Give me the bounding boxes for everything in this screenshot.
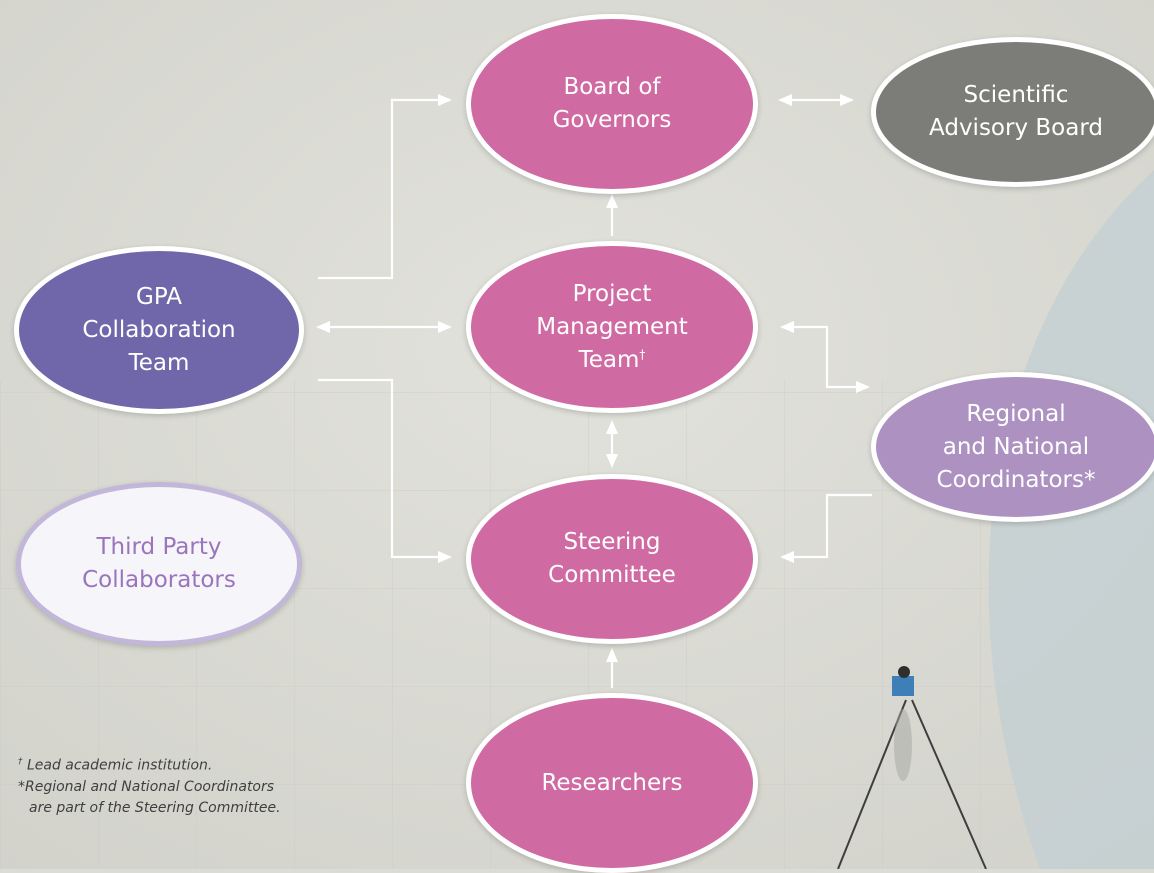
footnote-coordinators-line1: *Regional and National Coordinators	[18, 778, 275, 795]
gpa-collaboration-team-label: GPA Collaboration Team	[82, 283, 236, 376]
third-party-collaborators-node: Third Party Collaborators	[16, 482, 302, 646]
scientific-advisory-board-label: Scientific Advisory Board	[929, 82, 1103, 141]
board-of-governors-label: Board of Governors	[552, 74, 672, 133]
steering-committee-label: Steering Committee	[548, 529, 676, 588]
board-of-governors-node: Board of Governors	[466, 14, 758, 194]
third-party-collaborators-label: Third Party Collaborators	[82, 534, 236, 593]
project-management-team-label: Project Management Team	[536, 280, 688, 373]
footnote-lead-institution: Lead academic institution.	[26, 757, 213, 774]
project-management-team-node: Project Management Team†	[466, 241, 758, 413]
arrow-gpa-to-steering	[318, 378, 452, 563]
regional-national-coordinators-label: Regional and National Coordinators*	[936, 400, 1096, 493]
arrow-gpa-to-board	[318, 94, 452, 280]
researchers-node: Researchers	[466, 693, 758, 873]
arrow-rnc-to-steering	[780, 493, 872, 563]
researchers-label: Researchers	[541, 769, 683, 796]
dagger-mark: †	[639, 346, 646, 361]
person-figure	[837, 699, 987, 869]
scientific-advisory-board-node: Scientific Advisory Board	[871, 37, 1154, 187]
regional-national-coordinators-node: Regional and National Coordinators*	[871, 372, 1154, 522]
gpa-collaboration-team-node: GPA Collaboration Team	[14, 246, 304, 414]
footnote-dagger: †	[18, 757, 23, 767]
arrow-pmt-rnc	[780, 321, 870, 393]
steering-committee-node: Steering Committee	[466, 474, 758, 644]
footnotes: † Lead academic institution. *Regional a…	[18, 752, 338, 819]
footnote-coordinators-line2: are part of the Steering Committee.	[29, 799, 281, 816]
